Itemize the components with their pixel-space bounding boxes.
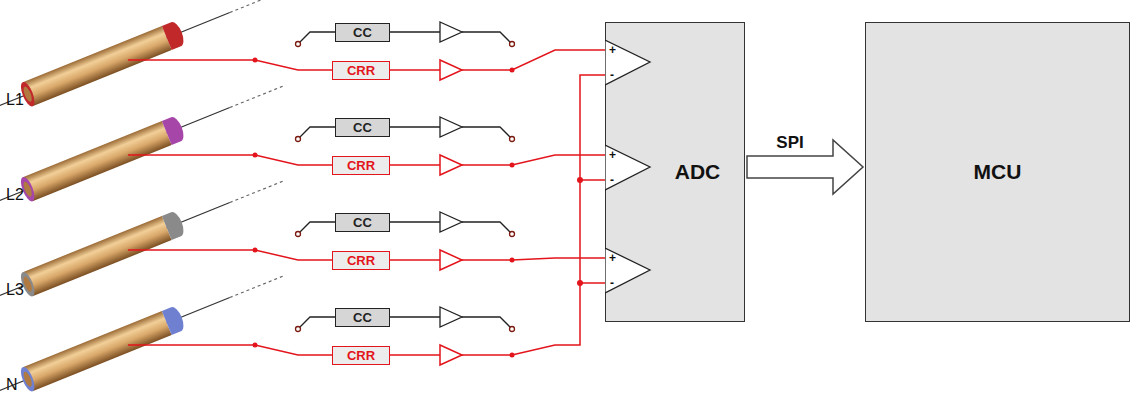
cc-block: CC (335, 118, 390, 137)
current-sensor (0, 0, 290, 129)
switch-pivot (253, 248, 258, 253)
switch-pivot (253, 343, 258, 348)
crr-block: CRR (332, 251, 390, 270)
sensor-name: L2 (6, 186, 24, 204)
block-label: CRR (347, 348, 375, 363)
amplifier-symbol (440, 60, 462, 80)
block-label: CC (353, 310, 372, 325)
input-polarity: - (610, 69, 614, 81)
signal-connector (390, 75, 605, 355)
sensor-wire (128, 250, 335, 260)
signal-chain-wiring (128, 22, 515, 365)
signal-connector (390, 155, 605, 165)
adc-input-symbols (605, 22, 745, 322)
switch-terminal (296, 232, 301, 237)
bus-label: SPI (776, 133, 803, 153)
crr-block: CRR (332, 156, 390, 175)
signal-connector (747, 140, 863, 194)
block-label: CRR (347, 158, 375, 173)
adc-input-symbol (605, 40, 650, 85)
input-polarity: - (610, 174, 614, 186)
switch-terminal (296, 42, 301, 47)
switch-terminal (510, 42, 515, 47)
cc-block: CC (335, 213, 390, 232)
adc-input-symbol (605, 248, 650, 293)
adc-box: ADC (605, 22, 745, 322)
cc-wire (462, 222, 512, 234)
mcu-box: MCU (865, 22, 1130, 322)
amplifier-symbol (440, 345, 462, 365)
cc-wire (462, 127, 512, 139)
amplifier-symbol (440, 307, 462, 327)
input-polarity: + (609, 149, 616, 161)
signal-connector (390, 50, 605, 70)
switch-pivot (510, 163, 515, 168)
switch-pivot (253, 153, 258, 158)
block-label: CC (353, 215, 372, 230)
junction-dot (577, 177, 583, 183)
block-label: MCU (974, 160, 1022, 184)
cc-wire (462, 317, 512, 329)
switch-terminal (510, 232, 515, 237)
sensor-name: N (6, 376, 18, 394)
common-negative-wire (580, 180, 605, 283)
current-sensor (0, 168, 290, 319)
block-label: CC (353, 120, 372, 135)
sensor-wire (128, 345, 335, 355)
switch-pivot (510, 353, 515, 358)
block-label: CRR (347, 63, 375, 78)
block-label: CRR (347, 253, 375, 268)
amplifier-symbol (440, 117, 462, 137)
junction-dot (577, 280, 583, 286)
signal-connector (390, 258, 605, 260)
block-label: CC (353, 25, 372, 40)
crr-block: CRR (332, 61, 390, 80)
current-sensor (0, 73, 290, 224)
switch-pivot (510, 68, 515, 73)
crr-block: CRR (332, 346, 390, 365)
switch-terminal (296, 137, 301, 142)
input-polarity: + (609, 252, 616, 264)
input-polarity: - (610, 277, 614, 289)
amplifier-symbol (440, 22, 462, 42)
switch-pivot (510, 258, 515, 263)
cc-wire (462, 32, 512, 44)
switch-terminal (296, 327, 301, 332)
switch-terminal (510, 137, 515, 142)
switch-terminal (510, 327, 515, 332)
cc-block: CC (335, 23, 390, 42)
adc-input-symbol (605, 145, 650, 190)
sensor-wire (128, 155, 335, 165)
sensor-name: L1 (6, 91, 24, 109)
input-polarity: + (609, 44, 616, 56)
amplifier-symbol (440, 212, 462, 232)
switch-pivot (253, 58, 258, 63)
amplifier-symbol (440, 250, 462, 270)
block-label: ADC (675, 160, 721, 184)
sensor-wire (128, 60, 335, 70)
cc-block: CC (335, 308, 390, 327)
sensor-name: L3 (6, 281, 24, 299)
current-sensor (0, 263, 290, 407)
amplifier-symbol (440, 155, 462, 175)
